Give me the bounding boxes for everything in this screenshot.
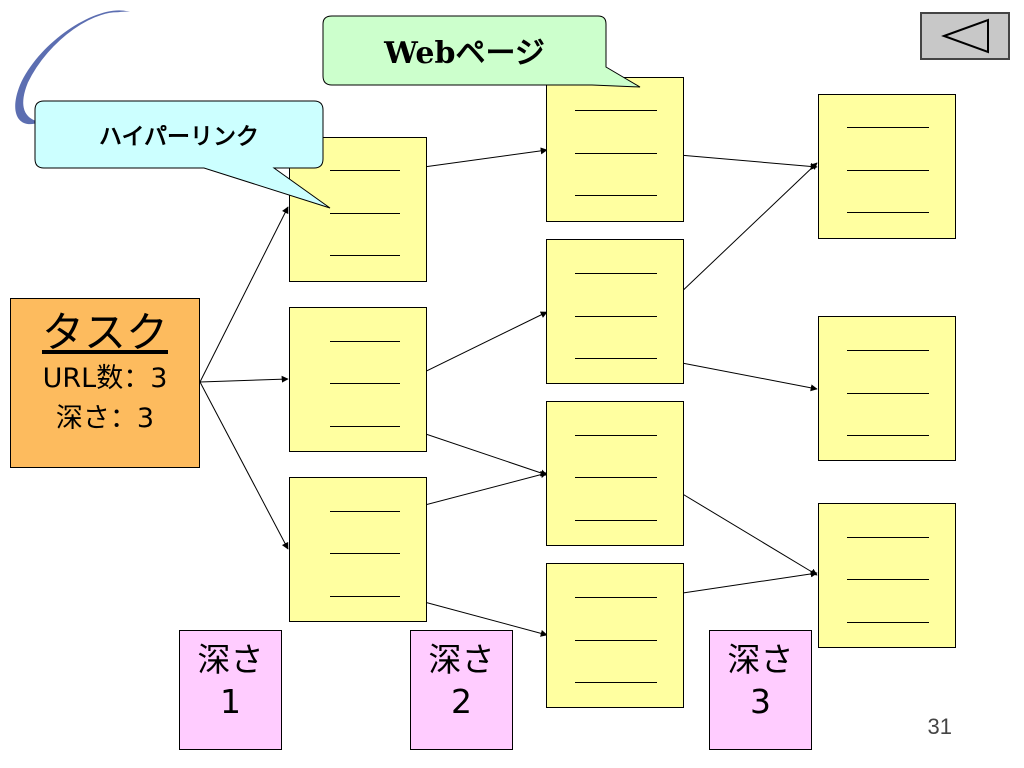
task-title: タスク xyxy=(41,308,168,357)
depth-label-2: 深さ 2 xyxy=(410,630,513,750)
link-line xyxy=(330,553,400,554)
callout-bubble-green xyxy=(322,15,641,88)
link-line xyxy=(575,520,657,521)
link-line xyxy=(575,273,657,274)
link-line xyxy=(847,435,929,436)
task-depth: 深さ：3 xyxy=(55,403,155,434)
link-line xyxy=(575,682,657,683)
link-line xyxy=(847,393,929,394)
link-line xyxy=(575,316,657,317)
back-button[interactable] xyxy=(920,12,1010,60)
link-line xyxy=(330,383,400,384)
triangle-left-icon xyxy=(941,18,989,54)
depth-word: 深さ xyxy=(428,640,495,679)
arrow-task-to-d1-mid xyxy=(199,375,289,383)
slide-number: 31 xyxy=(927,714,952,739)
depth-label-1: 深さ 1 xyxy=(179,630,282,750)
webpage-d2-a xyxy=(546,77,684,222)
link-line xyxy=(847,212,929,213)
webpage-d3-b xyxy=(818,316,956,461)
link-line xyxy=(575,195,657,196)
webpage-d2-d xyxy=(546,563,684,708)
link-line xyxy=(330,255,400,256)
link-line xyxy=(575,640,657,641)
link-line xyxy=(330,511,400,512)
depth-number: 2 xyxy=(451,682,472,721)
hyperlink-callout-label: ハイパーリンク xyxy=(98,124,260,150)
link-line xyxy=(847,170,929,171)
link-line xyxy=(847,579,929,580)
depth-word: 深さ xyxy=(197,640,264,679)
task-url-count: URL数：3 xyxy=(42,363,168,394)
webpage-d3-c xyxy=(818,503,956,648)
link-line xyxy=(330,213,400,214)
link-line xyxy=(575,110,657,111)
link-line xyxy=(847,350,929,351)
webpage-d3-a xyxy=(818,94,956,239)
link-line xyxy=(575,153,657,154)
link-line xyxy=(330,426,400,427)
link-line xyxy=(330,170,400,171)
link-line xyxy=(575,597,657,598)
webpage-callout: Webページ xyxy=(322,15,642,90)
webpage-d2-c xyxy=(546,401,684,546)
hyperlink-callout: ハイパーリンク xyxy=(34,100,334,212)
depth-word: 深さ xyxy=(727,640,794,679)
webpage-d1-c xyxy=(289,477,427,622)
arrow-task-to-d1-bot xyxy=(199,381,289,550)
arrow-task-to-d1-top xyxy=(199,206,289,383)
link-line xyxy=(575,477,657,478)
webpage-callout-label: Webページ xyxy=(384,36,545,71)
link-line xyxy=(330,341,400,342)
link-line xyxy=(575,358,657,359)
webpage-d1-b xyxy=(289,307,427,452)
webpage-d2-b xyxy=(546,239,684,384)
link-line xyxy=(847,622,929,623)
swirl-decoration xyxy=(15,10,130,125)
depth-number: 1 xyxy=(220,682,241,721)
link-line xyxy=(330,596,400,597)
link-line xyxy=(847,127,929,128)
depth-number: 3 xyxy=(750,682,771,721)
task-box: タスク URL数：3 深さ：3 xyxy=(10,298,200,468)
link-line xyxy=(575,435,657,436)
link-line xyxy=(847,537,929,538)
callout-bubble-cyan xyxy=(34,100,331,209)
depth-label-3: 深さ 3 xyxy=(709,630,812,750)
